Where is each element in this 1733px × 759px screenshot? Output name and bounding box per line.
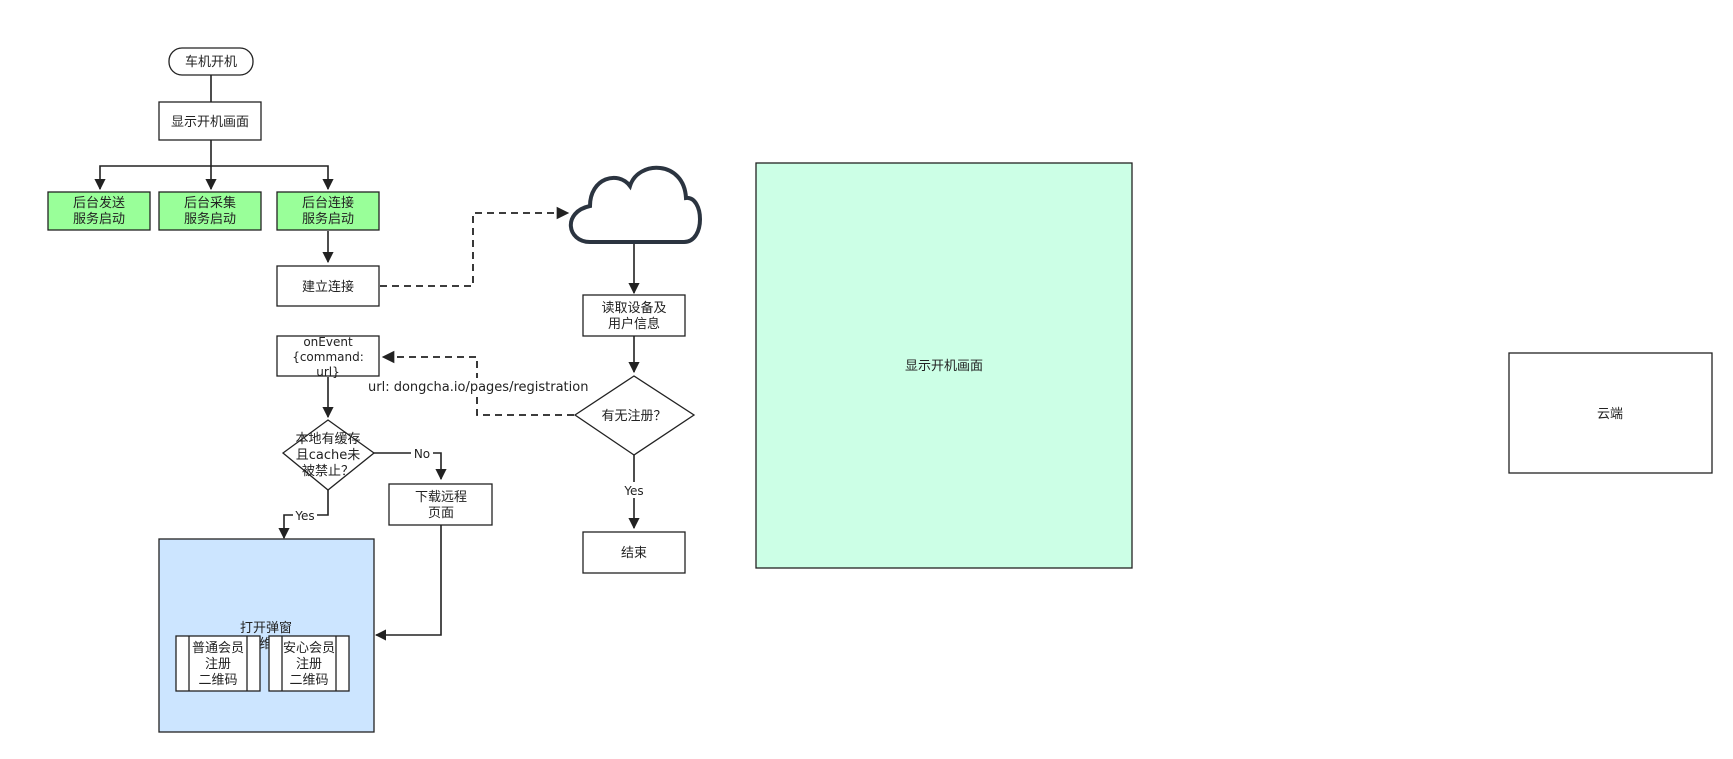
svg-text:车机开机: 车机开机 (185, 54, 237, 70)
svg-text:普通会员: 普通会员 (192, 641, 244, 656)
svg-text:建立连接: 建立连接 (302, 279, 354, 295)
svg-text:读取设备及: 读取设备及 (601, 300, 666, 316)
svg-text:后台发送: 后台发送 (73, 195, 125, 211)
svg-text:服务启动: 服务启动 (73, 211, 125, 227)
svg-text:页面: 页面 (428, 506, 454, 521)
no-label-bg (411, 445, 433, 461)
svg-text:有无注册？: 有无注册？ (601, 409, 666, 424)
node-bg-collect[interactable]: 后台采集 服务启动 (158, 191, 262, 231)
node-show-boot[interactable]: 显示开机画面 (158, 101, 262, 141)
svg-text:结束: 结束 (621, 546, 647, 561)
node-start[interactable]: 车机开机 (168, 47, 254, 76)
svg-text:url}: url} (316, 365, 340, 379)
svg-text:二维码: 二维码 (289, 673, 328, 688)
svg-text:显示开机画面: 显示开机画面 (171, 115, 249, 130)
edge-label-yes-right: Yes (623, 484, 643, 498)
panel-boot-screen[interactable]: 显示开机画面 (755, 162, 1133, 569)
popup-title: 打开弹窗 (240, 620, 292, 636)
node-end[interactable]: 结束 (582, 531, 686, 574)
svg-text:后台连接: 后台连接 (302, 195, 354, 211)
edge-label-url: url: dongcha.io/pages/registration (368, 380, 588, 395)
svg-text:本地有缓存: 本地有缓存 (295, 432, 360, 447)
edge-boot-to-send (94, 140, 212, 191)
svg-text:二维码: 二维码 (198, 673, 237, 688)
node-cache-check[interactable]: 本地有缓存 且cache未 被禁止？ (281, 419, 376, 491)
edge-cache-no (373, 452, 447, 481)
edge-label-no: No (414, 447, 430, 461)
node-read-info[interactable]: 读取设备及 用户信息 (582, 294, 686, 337)
node-member-normal[interactable]: 普通会员 注册 二维码 (175, 635, 261, 692)
svg-text:服务启动: 服务启动 (302, 211, 354, 227)
node-registered-check[interactable]: 有无注册？ (573, 375, 696, 456)
node-download[interactable]: 下载远程 页面 (388, 483, 493, 526)
yes-left-label-bg (293, 507, 317, 523)
svg-text:服务启动: 服务启动 (184, 211, 236, 227)
node-bg-connect[interactable]: 后台连接 服务启动 (276, 191, 380, 231)
panel-cloud[interactable]: 云端 (1508, 352, 1713, 474)
edge-download-to-popup (374, 525, 442, 641)
svg-text:注册: 注册 (296, 657, 322, 672)
svg-text:下载远程: 下载远程 (415, 490, 467, 505)
node-on-event[interactable]: onEvent {command: url} (276, 335, 380, 379)
cloud-icon[interactable] (568, 165, 702, 244)
edge-label-yes-left: Yes (294, 509, 314, 523)
url-label-bg (367, 378, 585, 396)
svg-text:注册: 注册 (205, 657, 231, 672)
node-establish[interactable]: 建立连接 (276, 265, 380, 307)
edge-boot-to-connect (211, 165, 334, 191)
svg-text:安心会员: 安心会员 (283, 641, 335, 656)
svg-text:后台采集: 后台采集 (184, 195, 236, 211)
svg-text:onEvent: onEvent (303, 335, 353, 349)
svg-text:云端: 云端 (1597, 407, 1623, 422)
edge-establish-to-cloud (380, 206, 570, 287)
svg-text:用户信息: 用户信息 (608, 316, 660, 332)
svg-text:且cache未: 且cache未 (296, 448, 361, 463)
node-bg-send[interactable]: 后台发送 服务启动 (47, 191, 151, 231)
svg-text:被禁止？: 被禁止？ (302, 464, 354, 479)
edge-labels: url: dongcha.io/pages/registration No Ye… (293, 378, 646, 523)
svg-text:{command:: {command: (292, 350, 364, 364)
svg-text:显示开机画面: 显示开机画面 (905, 359, 983, 374)
node-member-secure[interactable]: 安心会员 注册 二维码 (268, 635, 350, 692)
yes-right-label-bg (622, 482, 646, 498)
